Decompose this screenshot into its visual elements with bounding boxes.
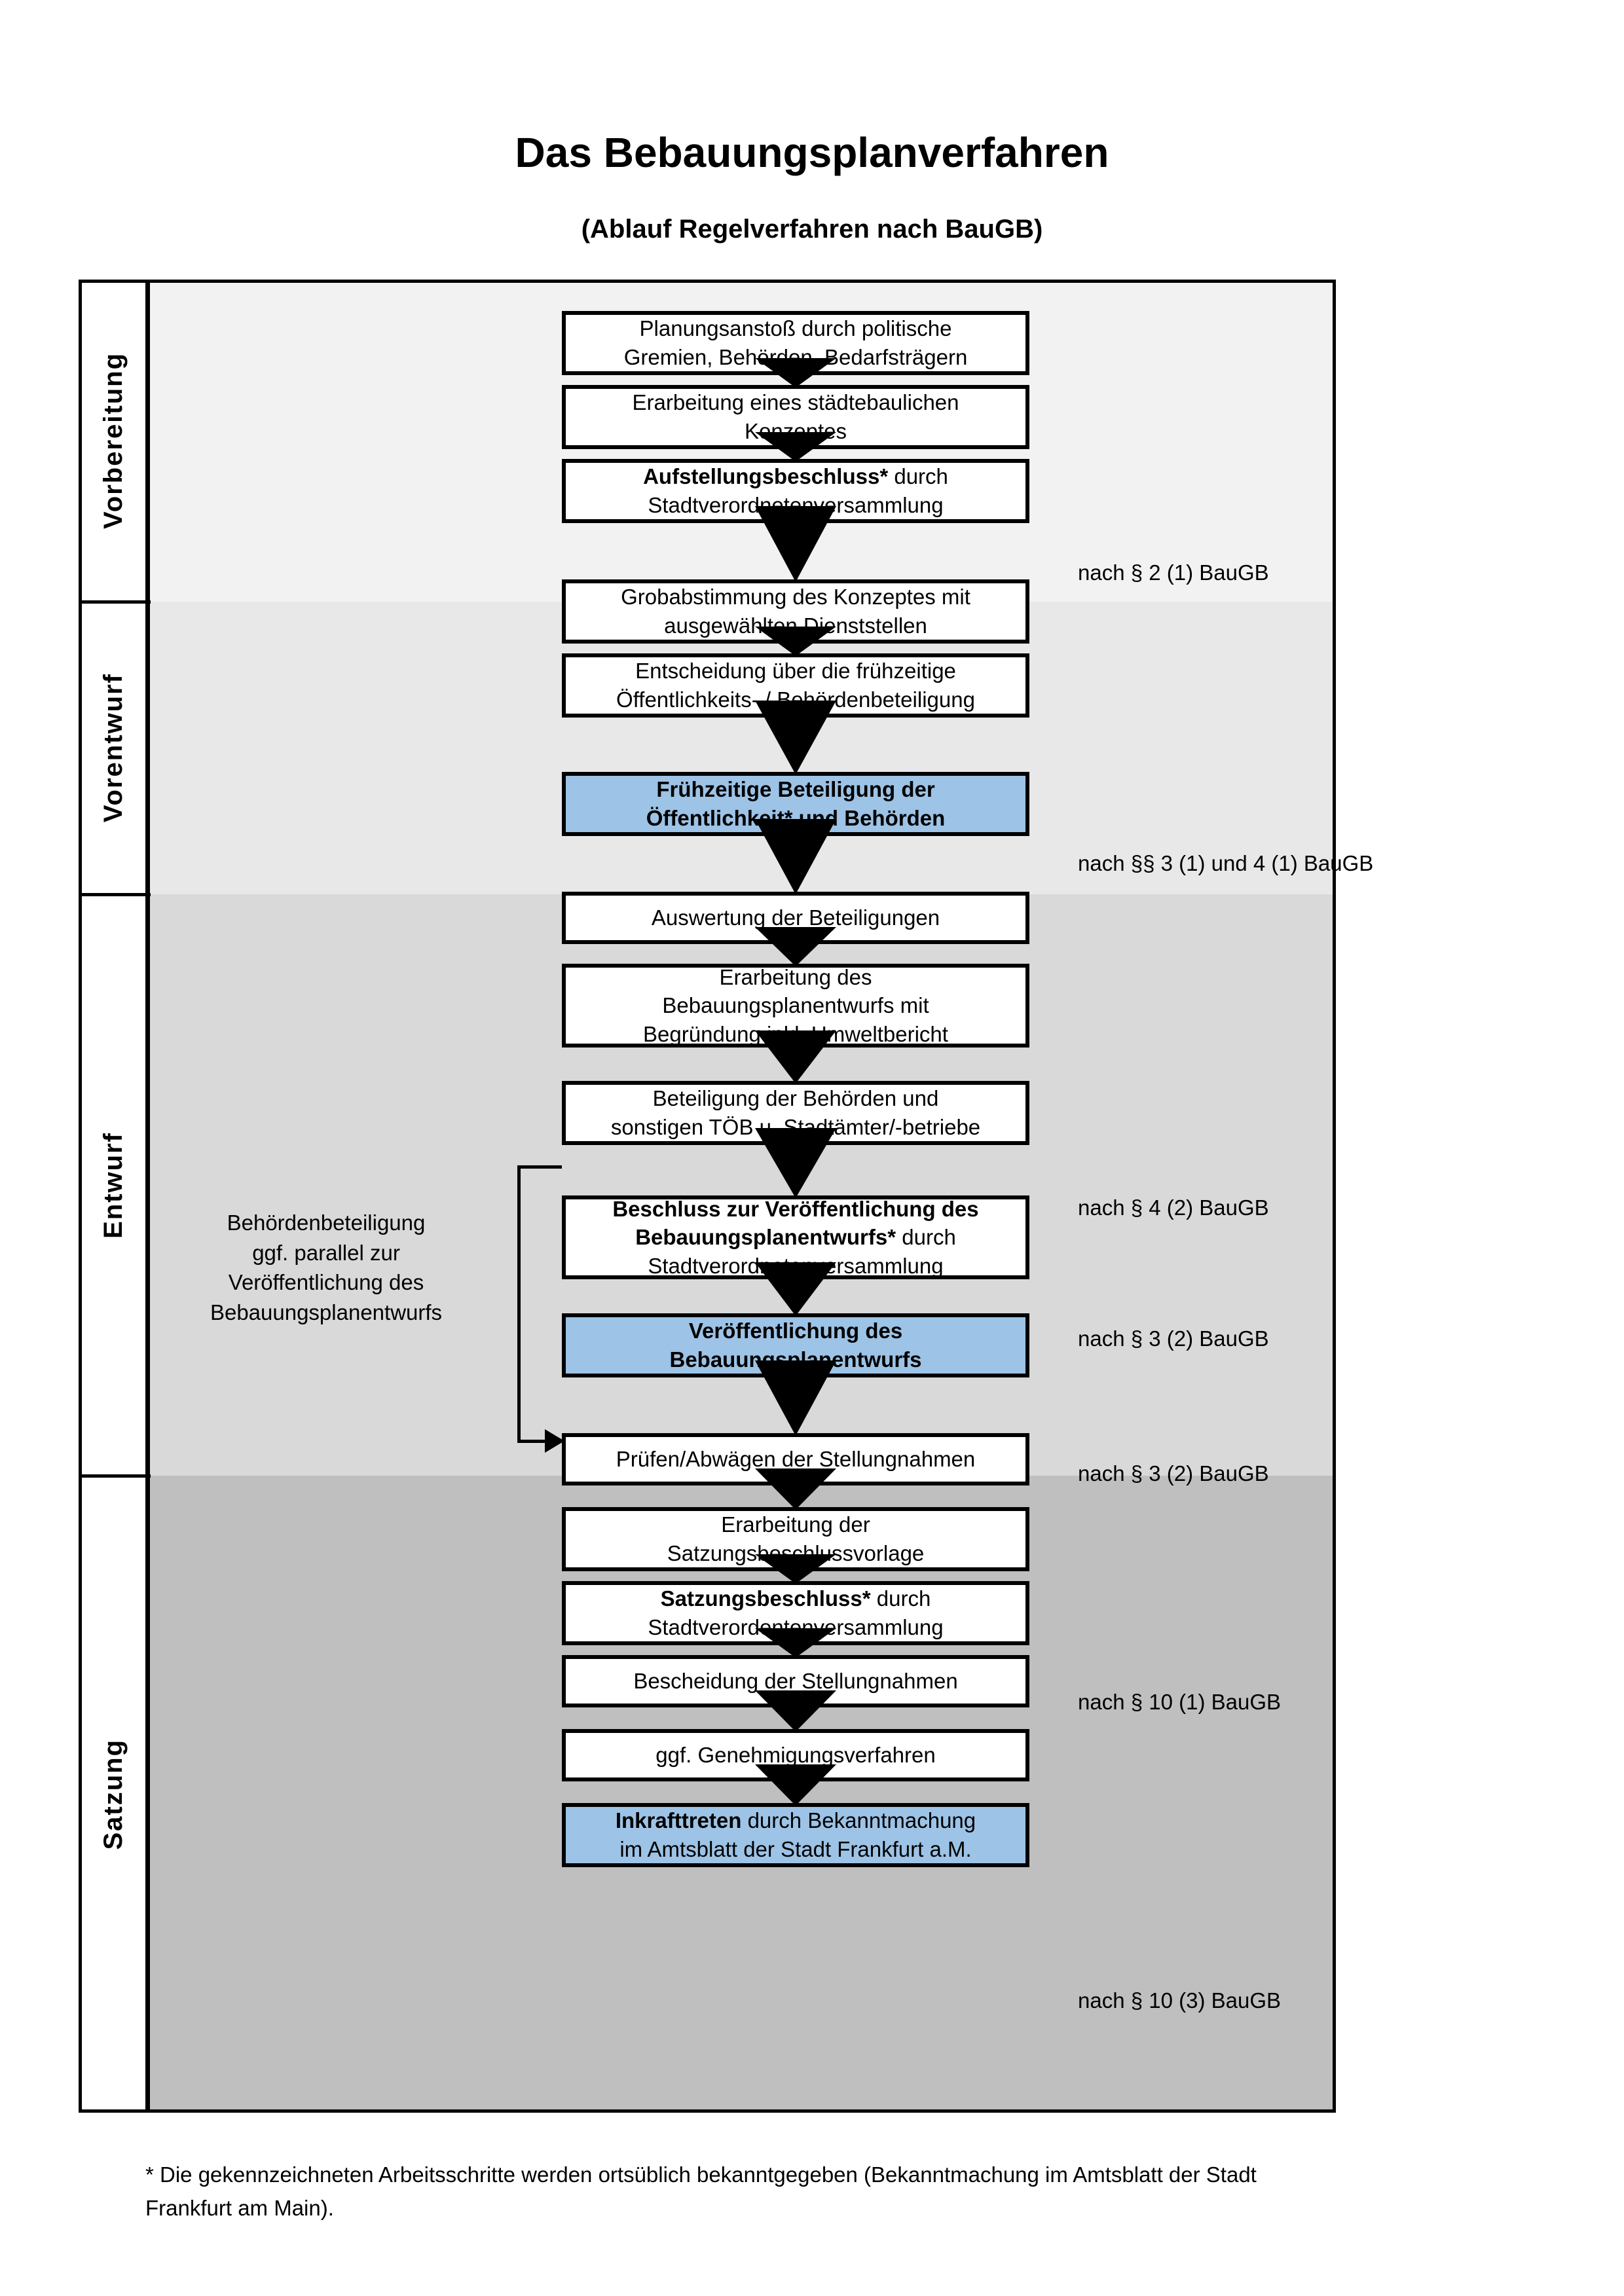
legal-reference-note: nach § 10 (3) BauGB [1078,1988,1282,2013]
legal-reference-note: nach §§ 3 (1) und 4 (1) BauGB [1078,851,1374,875]
lane-separator [79,600,151,604]
bold-text: Aufstellungsbeschluss* [643,464,889,489]
process-step-line: Planungsanstoß durch politische [639,316,952,341]
process-step-line: Erarbeitung der [721,1512,870,1537]
parallel-connector-bottom-segment [517,1440,546,1443]
process-step-line: ggf. Genehmigungsverfahren [655,1743,936,1768]
flow-arrow-down-icon [755,819,836,894]
process-step-line: Beteiligung der Behörden und [652,1086,939,1111]
flow-arrow-down-icon [755,1030,836,1084]
process-step-line: Aufstellungsbeschluss* durch [643,464,948,489]
bold-text: Veröffentlichung des [688,1319,903,1343]
process-step-line: Frühzeitige Beteiligung der [656,775,934,804]
flow-arrow-down-icon [755,701,836,774]
bold-text: Satzungsbeschluss* [660,1586,871,1611]
bold-text: Inkrafttreten [615,1808,742,1833]
legal-reference-note: nach § 3 (2) BauGB [1078,1326,1269,1351]
legal-reference-note: nach § 10 (1) BauGB [1078,1690,1282,1714]
flow-arrow-down-icon [755,627,836,656]
side-annotation-line: Bebauungsplanentwurfs [210,1300,443,1324]
lane-label-divider [145,280,150,2113]
side-annotation-line: Veröffentlichung des [228,1270,424,1295]
footnote-text: * Die gekennzeichneten Arbeitsschritte w… [145,2162,1257,2221]
process-step-line: Inkrafttreten durch Bekanntmachung [615,1808,976,1833]
bold-text: Beschluss zur Veröffentlichung des [612,1196,979,1221]
process-step-line: Grobabstimmung des Konzeptes mit [621,585,970,610]
legal-reference-note: nach § 2 (1) BauGB [1078,560,1269,585]
flow-arrow-down-icon [755,927,836,966]
process-step-line: Beschluss zur Veröffentlichung des [612,1195,978,1224]
flow-arrow-down-icon [755,1128,836,1198]
flow-arrow-down-icon [755,1262,836,1316]
process-step-line: Erarbeitung eines städtebaulichen [632,390,959,415]
flow-arrow-down-icon [755,1628,836,1658]
process-step-line: Erarbeitung des [719,964,872,989]
process-step-line: Bebauungsplanentwurfs mit [662,993,929,1018]
lane-separator [79,1474,151,1478]
parallel-connector-arrowhead-icon [545,1429,564,1453]
bold-text: Frühzeitige Beteiligung der [656,777,935,802]
flow-arrow-down-icon [755,1468,836,1510]
side-annotation-line: Behördenbeteiligung [227,1211,426,1235]
page-subtitle: (Ablauf Regelverfahren nach BauGB) [581,215,1043,244]
process-step-line: im Amtsblatt der Stadt Frankfurt a.M. [619,1837,972,1861]
flow-arrow-down-icon [755,358,836,388]
legal-reference-note: nach § 4 (2) BauGB [1078,1195,1269,1220]
flow-arrow-down-icon [755,1690,836,1732]
diagram-frame [79,280,1336,2113]
process-step-line: Entscheidung über die frühzeitige [635,659,956,683]
side-annotation-line: ggf. parallel zur [252,1240,400,1265]
swimlane-band-vorentwurf [150,602,1333,894]
bold-text: Bebauungsplanentwurfs* [635,1225,896,1250]
process-step-line: Satzungsbeschluss* durch [660,1586,931,1611]
process-step-line: Veröffentlichung des [689,1317,902,1345]
lane-separator [79,893,151,896]
page-title: Das Bebauungsplanverfahren [515,129,1109,176]
flow-arrow-down-icon [755,1764,836,1806]
flow-arrow-down-icon [755,1554,836,1584]
process-step-line: Auswertung der Beteiligungen [651,905,940,930]
process-step-line: Bebauungsplanentwurfs* durch [635,1225,956,1250]
flow-arrow-down-icon [755,506,836,582]
process-step-line: Bescheidung der Stellungnahmen [633,1669,958,1694]
process-step-box: Inkrafttreten durch Bekanntmachung im Amt… [562,1803,1029,1867]
flow-arrow-down-icon [755,1360,836,1436]
process-step-line: Prüfen/Abwägen der Stellungnahmen [616,1447,976,1472]
parallel-connector-top-segment [517,1165,562,1169]
flow-arrow-down-icon [755,432,836,462]
legal-reference-note: nach § 3 (2) BauGB [1078,1461,1269,1485]
parallel-connector-vertical-segment [517,1165,521,1443]
